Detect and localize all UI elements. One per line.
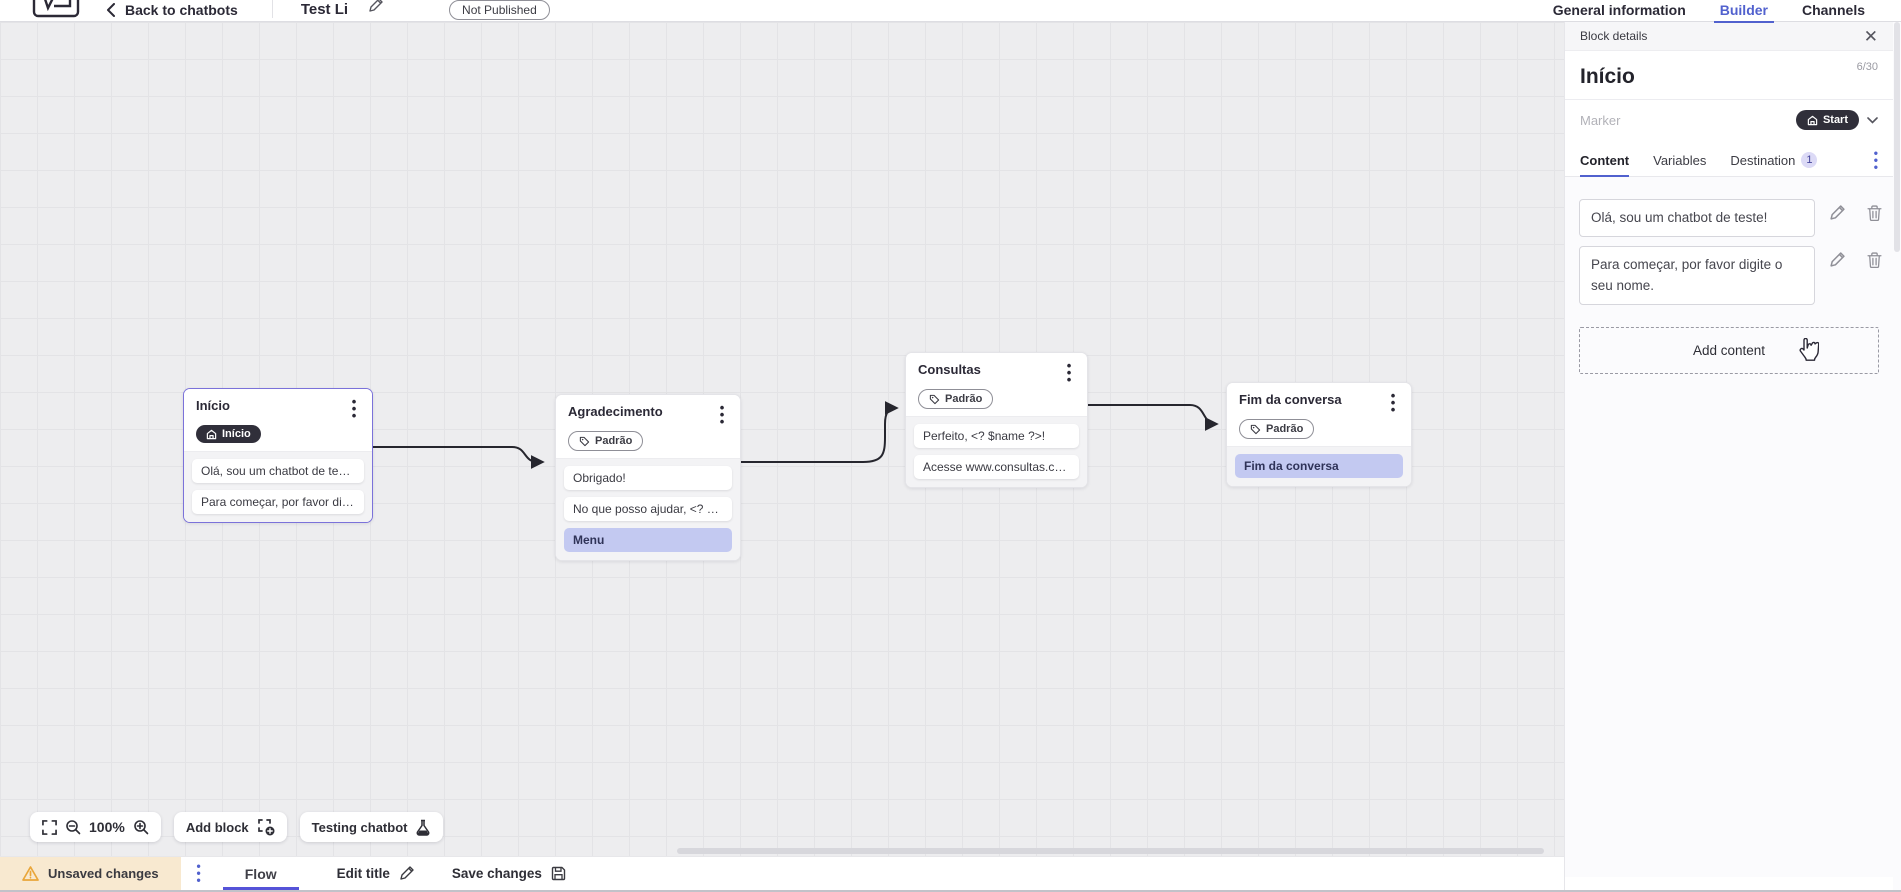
- testing-chatbot-button[interactable]: Testing chatbot: [299, 812, 444, 842]
- block-title: Consultas: [918, 362, 981, 377]
- block-marker-badge[interactable]: Padrão: [568, 431, 644, 452]
- bottom-bar: Unsaved changes ••• Flow Edit title Save…: [0, 856, 1564, 890]
- marker-label: Marker: [1580, 112, 1621, 128]
- pencil-icon: [400, 866, 414, 880]
- tag-icon: [929, 394, 940, 405]
- edit-content-icon[interactable]: [1829, 205, 1845, 226]
- panel-menu-icon[interactable]: •••: [1873, 146, 1878, 175]
- panel-header-label: Block details: [1580, 29, 1648, 43]
- fullscreen-icon[interactable]: [42, 819, 57, 835]
- tag-icon: [1250, 424, 1261, 435]
- zoom-level: 100%: [89, 819, 125, 835]
- block-message[interactable]: No que posso ajudar, <? $name ...: [564, 496, 732, 521]
- canvas-horizontal-scrollbar[interactable]: [677, 848, 1544, 854]
- back-label: Back to chatbots: [125, 2, 238, 18]
- home-icon: [206, 429, 217, 440]
- status-badge: Not Published: [449, 0, 550, 20]
- page-bottom-edge: [0, 890, 1901, 892]
- block-name-input[interactable]: Início: [1580, 65, 1635, 88]
- block-menu-icon[interactable]: •••: [351, 394, 357, 424]
- chatbot-title: Test Li: [300, 1, 349, 18]
- edit-content-icon[interactable]: [1829, 252, 1845, 273]
- flow-block-fim-da-conversa[interactable]: Fim da conversa ••• Padrão Fim da conver…: [1226, 382, 1412, 487]
- flask-icon: [416, 819, 430, 836]
- warning-icon: [22, 866, 39, 881]
- tab-general-information[interactable]: General information: [1552, 2, 1686, 18]
- block-message[interactable]: Acesse www.consultas.com par...: [914, 454, 1079, 479]
- block-message[interactable]: Obrigado!: [564, 465, 732, 490]
- block-title: Agradecimento: [568, 404, 663, 419]
- chevron-down-icon[interactable]: [1867, 116, 1878, 124]
- add-content-button[interactable]: Add content: [1579, 326, 1879, 374]
- tab-builder[interactable]: Builder: [1713, 2, 1775, 23]
- tab-variables[interactable]: Variables: [1653, 152, 1707, 168]
- add-block-button[interactable]: Add block: [173, 812, 287, 842]
- panel-vertical-scrollbar[interactable]: [1893, 22, 1901, 890]
- marker-select[interactable]: Start: [1795, 110, 1859, 130]
- block-menu-icon[interactable]: •••: [1390, 388, 1396, 418]
- edit-title-icon[interactable]: [368, 0, 383, 18]
- block-menu-icon[interactable]: •••: [1066, 358, 1072, 388]
- tab-destination[interactable]: Destination 1: [1730, 148, 1818, 176]
- mouse-cursor-icon: [1797, 337, 1820, 369]
- add-block-icon: [257, 819, 275, 836]
- block-marker-badge[interactable]: Início: [196, 425, 261, 444]
- block-message[interactable]: Para começar, por favor digite o ...: [192, 489, 364, 514]
- block-title: Início: [196, 398, 230, 413]
- zoom-out-icon[interactable]: [65, 819, 81, 835]
- block-marker-badge[interactable]: Padrão: [1239, 419, 1315, 440]
- block-message-highlighted[interactable]: Menu: [564, 527, 732, 552]
- char-counter: 6/30: [1856, 61, 1878, 73]
- topbar-tabs: General information Builder Channels: [1552, 0, 1893, 23]
- flow-menu-icon[interactable]: •••: [196, 858, 201, 888]
- block-marker-badge[interactable]: Padrão: [918, 389, 994, 410]
- tag-icon: [579, 436, 590, 447]
- delete-content-icon[interactable]: [1867, 252, 1882, 273]
- close-icon[interactable]: ✕: [1863, 26, 1878, 46]
- block-details-panel: Block details ✕ Início 6/30 Marker Start…: [1564, 22, 1893, 892]
- app-logo: [30, 0, 82, 22]
- save-icon: [551, 866, 566, 881]
- topbar-separator: [271, 0, 273, 18]
- canvas-controls: 100% Add block Testing chatbot: [30, 812, 444, 842]
- save-changes-button[interactable]: Save changes: [452, 866, 566, 881]
- tab-flow[interactable]: Flow: [222, 857, 299, 890]
- block-message[interactable]: Perfeito, <? $name ?>!: [914, 423, 1079, 448]
- flow-block-consultas[interactable]: Consultas ••• Padrão Perfeito, <? $name …: [905, 352, 1088, 488]
- zoom-controls: 100%: [30, 812, 161, 842]
- back-to-chatbots-button[interactable]: Back to chatbots: [106, 2, 238, 18]
- delete-content-icon[interactable]: [1867, 205, 1882, 226]
- top-bar: Back to chatbots Test Li Not Published G…: [0, 0, 1901, 23]
- flow-canvas[interactable]: Início ••• Início Olá, sou um chatbot de…: [0, 22, 1564, 856]
- unsaved-changes-status: Unsaved changes: [0, 857, 181, 890]
- zoom-in-icon[interactable]: [133, 819, 149, 835]
- block-title: Fim da conversa: [1239, 392, 1342, 407]
- content-item[interactable]: Olá, sou um chatbot de teste!: [1579, 199, 1815, 238]
- edit-title-button[interactable]: Edit title: [337, 866, 414, 881]
- tab-channels[interactable]: Channels: [1801, 2, 1865, 18]
- panel-footer: [1565, 877, 1893, 890]
- back-chevron-icon: [107, 3, 115, 17]
- block-message-highlighted[interactable]: Fim da conversa: [1235, 453, 1403, 478]
- tab-content[interactable]: Content: [1580, 149, 1630, 177]
- flow-block-inicio[interactable]: Início ••• Início Olá, sou um chatbot de…: [183, 388, 373, 523]
- content-item[interactable]: Para começar, por favor digite o seu nom…: [1579, 246, 1815, 305]
- flow-block-agradecimento[interactable]: Agradecimento ••• Padrão Obrigado! No qu…: [555, 394, 741, 561]
- block-message[interactable]: Olá, sou um chatbot de teste!: [192, 458, 364, 483]
- block-menu-icon[interactable]: •••: [719, 400, 725, 430]
- destination-count-badge: 1: [1801, 152, 1818, 168]
- home-icon: [1807, 115, 1818, 125]
